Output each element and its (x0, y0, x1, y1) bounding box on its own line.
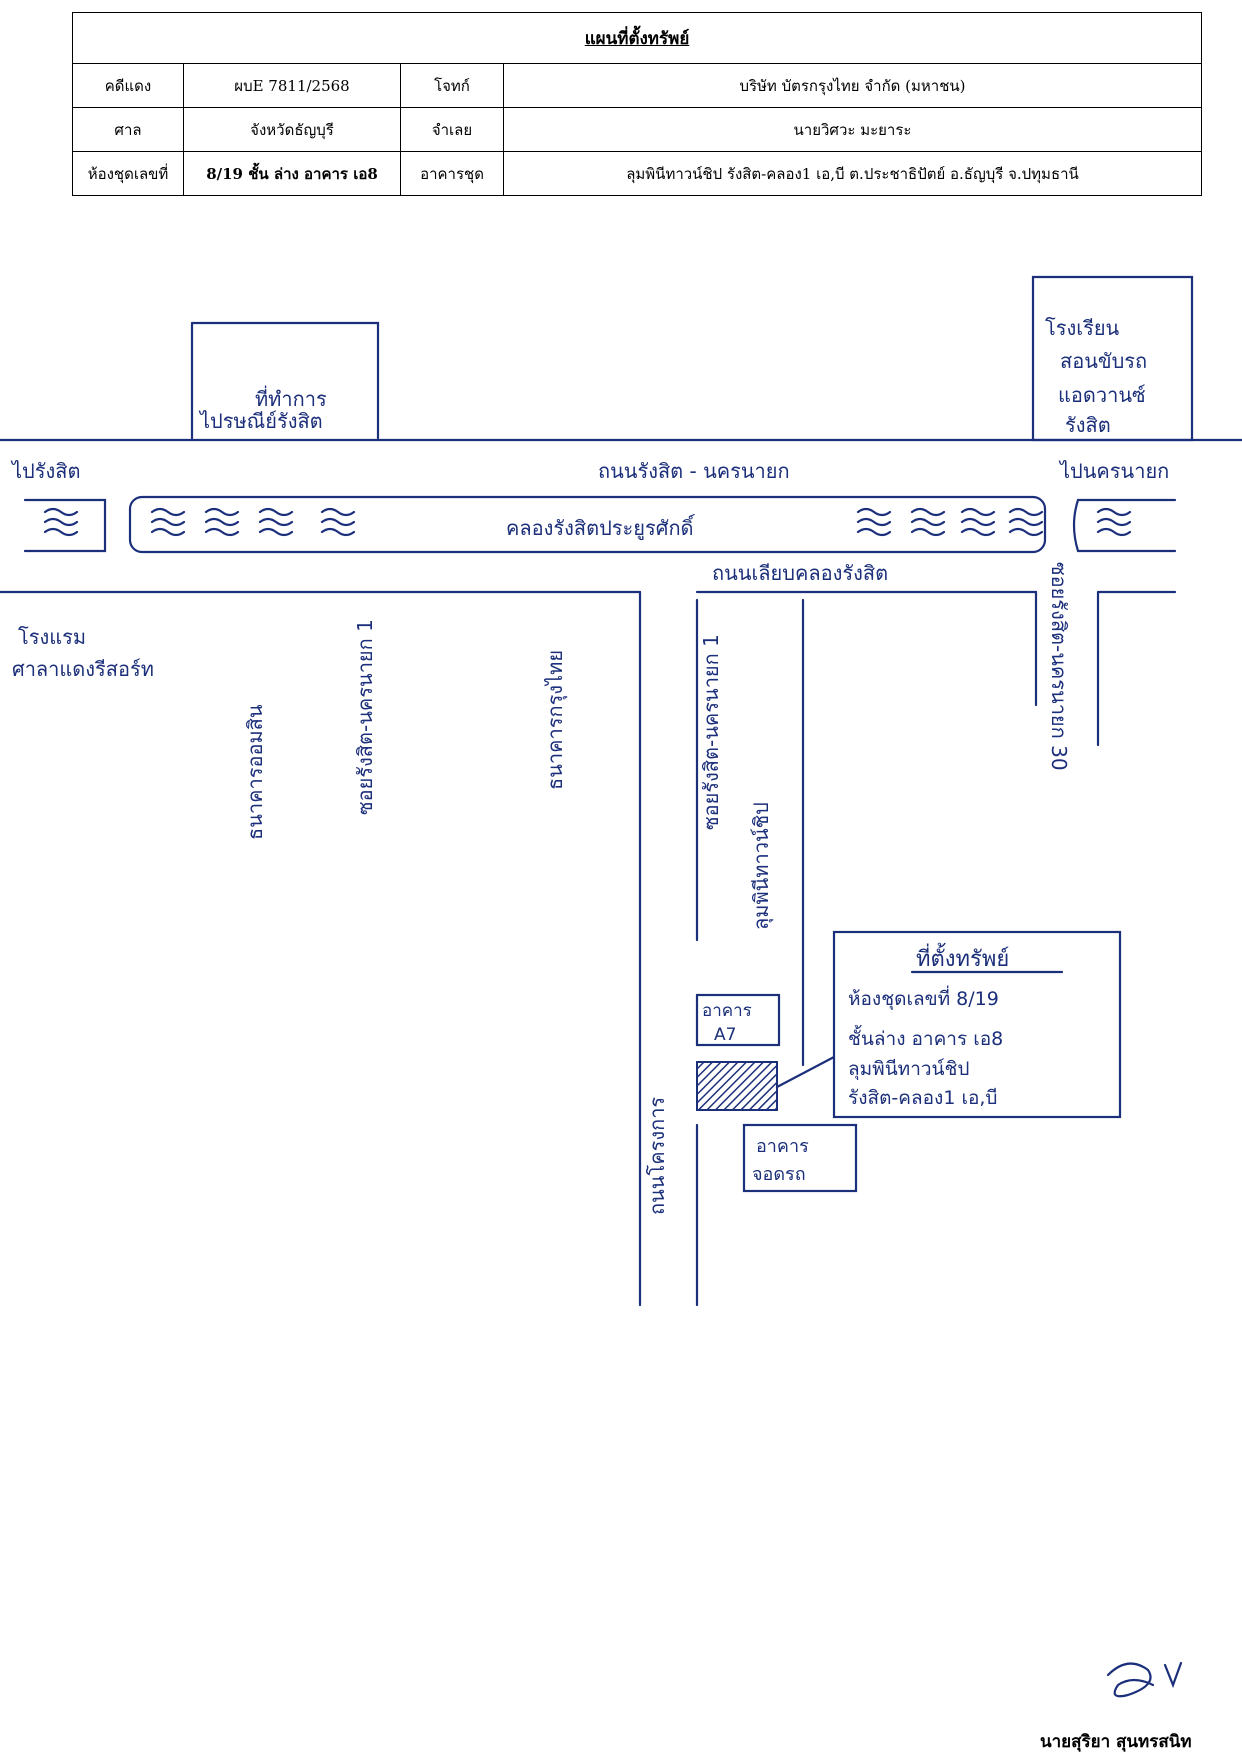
canal-left-box (23, 498, 107, 553)
label-unit-number: ห้องชุดเลขที่ (72, 151, 184, 196)
canal-right-box (1072, 498, 1177, 553)
legend-box (832, 930, 1122, 1119)
school-label-line1: โรงเรียน (1045, 316, 1120, 340)
vertical-label-project-road: ถนนโครงการ (645, 1097, 669, 1215)
value-court: จังหวัดธัญบุรี (183, 107, 401, 152)
legend-line1: ห้องชุดเลขที่ 8/19 (848, 985, 999, 1011)
row-case: คดีแดง ผบE 7811/2568 โจทก์ บริษัท บัตรกร… (72, 63, 1202, 108)
to-nakhon-nayok-label: ไปนครนายก (1058, 459, 1169, 483)
main-road-label: ถนนรังสิต - นครนายก (598, 459, 790, 483)
canal-main-box (128, 495, 1047, 554)
value-defendant: นายวิศวะ มะยาระ (503, 107, 1202, 152)
legend-line2: ชั้นล่าง อาคาร เอ8 (848, 1025, 1003, 1050)
right-soi-label: ซอยรังสิต-นครนายก 30 (1047, 562, 1071, 771)
canal-side-road-label: ถนนเลียบคลองรังสิต (712, 561, 888, 585)
vertical-label-lumpini: ลุมพินีทาวน์ชิป (749, 802, 774, 930)
canal-label: คลองรังสิตประยูรศักดิ์ (506, 513, 696, 541)
post-office-box (190, 321, 380, 440)
building-a7-label-line1: อาคาร (702, 1001, 752, 1021)
signature-icon (1106, 1661, 1183, 1698)
building-a7-box (695, 993, 781, 1047)
post-office-label-line1: ที่ทำการ (255, 385, 327, 411)
parking-label-line1: อาคาร (756, 1136, 809, 1157)
page-title: แผนที่ตั้งทรัพย์ (72, 12, 1202, 64)
water-symbols (43, 507, 1132, 537)
parking-label-line2: จอดรถ (752, 1164, 806, 1185)
vertical-label-bank1: ธนาคารออมสิน (243, 704, 267, 840)
school-label-line4: รังสิต (1065, 413, 1111, 437)
vertical-label-soi-right: ซอยรังสิต-นครนายก 1 (699, 634, 723, 830)
legend-line3: ลุมพินีทาวน์ชิป (848, 1058, 970, 1081)
label-plaintiff: โจทก์ (400, 63, 504, 108)
value-condominium: ลุมพินีทาวน์ชิป รังสิต-คลอง1 เอ,บี ต.ประ… (503, 151, 1202, 196)
row-court: ศาล จังหวัดธัญบุรี จำเลย นายวิศวะ มะยาระ (72, 107, 1202, 152)
label-condominium: อาคารชุด (400, 151, 504, 196)
value-unit-number: 8/19 ชั้น ล่าง อาคาร เอ8 (183, 151, 401, 196)
legend-title: ที่ตั้งทรัพย์ (916, 943, 1009, 972)
to-rangsit-label: ไปรังสิต (10, 459, 80, 483)
hotel-label-line2: ศาลาแดงรีสอร์ท (12, 657, 154, 681)
school-label-line2: สอนขับรถ (1060, 349, 1147, 373)
right-soi-corner (1096, 590, 1177, 747)
vertical-label-soi-left: ซอยรังสิต-นครนายก 1 (353, 619, 377, 815)
label-case-number: คดีแดง (72, 63, 184, 108)
school-label-line3: แอดวานซ์ (1058, 383, 1146, 407)
signer-name: นายสุริยา สุนทรสนิท (1040, 1732, 1192, 1752)
label-defendant: จำเลย (400, 107, 504, 152)
value-plaintiff: บริษัท บัตรกรุงไทย จำกัด (มหาชน) (503, 63, 1202, 108)
info-table: แผนที่ตั้งทรัพย์ คดีแดง ผบE 7811/2568 โจ… (72, 12, 1202, 196)
legend-line4: รังสิต-คลอง1 เอ,บี (848, 1087, 997, 1109)
hotel-label-line1: โรงแรม (18, 625, 86, 649)
post-office-label-line2: ไปรษณีย์รังสิต (198, 409, 323, 433)
parking-box (742, 1123, 858, 1193)
vertical-label-bank2: ธนาคารกรุงไทย (543, 650, 568, 790)
legend-pointer (775, 1055, 836, 1089)
title-row: แผนที่ตั้งทรัพย์ (72, 12, 1202, 64)
subject-property-hatch (696, 1061, 778, 1111)
row-unit: ห้องชุดเลขที่ 8/19 ชั้น ล่าง อาคาร เอ8 อ… (72, 151, 1202, 196)
building-a7-label-line2: A7 (714, 1025, 736, 1045)
